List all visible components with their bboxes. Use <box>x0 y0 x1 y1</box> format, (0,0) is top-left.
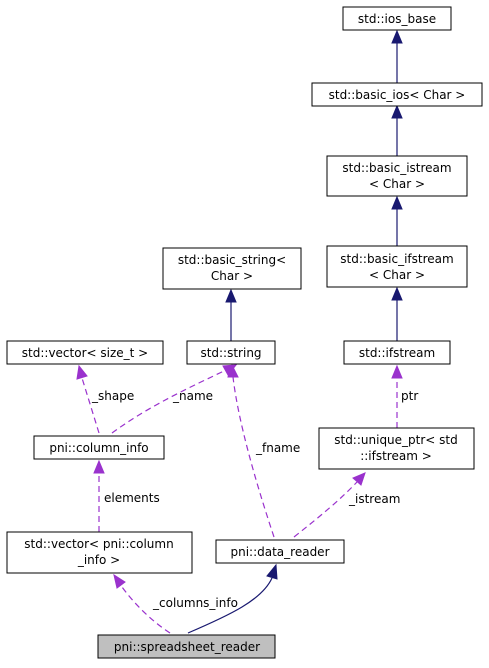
node-label-line-1: std::basic_string< <box>178 253 286 267</box>
usage-arrowhead <box>227 363 239 378</box>
node-std-unique-ptr[interactable]: std::unique_ptr< std ::ifstream > <box>318 427 475 470</box>
node-label-line-2: ::ifstream > <box>360 449 432 463</box>
edge-label-istream: _istream <box>348 492 400 506</box>
edge-basic-ios-to-ios-base <box>391 29 403 83</box>
node-pni-data-reader[interactable]: pni::data_reader <box>215 539 345 564</box>
node-label-line-2: _info > <box>77 553 120 567</box>
node-pni-spreadsheet-reader[interactable]: pni::spreadsheet_reader <box>97 634 276 659</box>
usage-arrowhead <box>93 459 105 474</box>
edge-ptr <box>391 364 403 428</box>
node-std-vector-size-t[interactable]: std::vector< size_t > <box>6 340 164 365</box>
node-label-line-2: < Char > <box>369 268 425 282</box>
inheritance-arrowhead <box>225 288 237 303</box>
node-label: std::vector< size_t > <box>22 346 148 360</box>
node-std-ifstream[interactable]: std::ifstream <box>343 340 451 365</box>
edge-ifstream-to-basic-ifstream <box>391 286 403 341</box>
edge-label-shape: _shape <box>91 389 134 403</box>
edge-string-to-basic-string <box>225 288 237 341</box>
node-label: pni::column_info <box>49 441 148 455</box>
edge-fname <box>227 363 275 538</box>
node-label: std::string <box>200 346 261 360</box>
edge-shape <box>76 364 100 434</box>
inheritance-arrowhead <box>266 563 278 580</box>
usage-arrowhead <box>391 364 403 379</box>
inheritance-arrowhead <box>391 286 403 301</box>
node-std-basic-ios[interactable]: std::basic_ios< Char > <box>311 82 483 107</box>
edge-elements <box>93 459 105 532</box>
edge-label-fname: _fname <box>255 441 300 455</box>
edge-label-ptr: ptr <box>401 389 418 403</box>
inheritance-arrowhead <box>391 195 403 210</box>
usage-arrowhead <box>113 573 126 589</box>
node-label-line-1: std::unique_ptr< std <box>334 433 458 447</box>
edge-label-elements: elements <box>104 491 160 505</box>
node-label: std::ios_base <box>358 12 436 26</box>
node-std-basic-string[interactable]: std::basic_string< Char > <box>162 247 302 290</box>
node-std-basic-ifstream[interactable]: std::basic_ifstream < Char > <box>326 245 468 288</box>
node-label-line-2: < Char > <box>369 177 425 191</box>
node-label: std::ifstream <box>359 346 435 360</box>
edge-spreadsheet-reader-to-data-reader <box>187 563 278 634</box>
node-label: pni::spreadsheet_reader <box>114 640 260 654</box>
node-std-vector-column-info[interactable]: std::vector< pni::column _info > <box>6 531 193 574</box>
node-label-line-1: std::vector< pni::column <box>24 537 173 551</box>
edge-basic-istream-to-basic-ios <box>391 104 403 156</box>
edge-basic-ifstream-to-basic-istream <box>391 195 403 246</box>
node-label: std::basic_ios< Char > <box>329 88 466 102</box>
node-std-basic-istream[interactable]: std::basic_istream < Char > <box>326 155 468 197</box>
edge-columns-info <box>113 573 171 634</box>
usage-arrowhead <box>76 364 88 380</box>
node-label: pni::data_reader <box>230 545 329 559</box>
node-pni-column-info[interactable]: pni::column_info <box>33 435 165 460</box>
edge-label-columns-info: _columns_info <box>152 596 238 610</box>
usage-arrowhead <box>352 472 366 486</box>
inheritance-arrowhead <box>391 104 403 119</box>
node-std-ios-base[interactable]: std::ios_base <box>342 6 452 31</box>
node-label-line-1: std::basic_ifstream <box>340 252 453 266</box>
node-label-line-1: std::basic_istream <box>342 161 451 175</box>
node-label-line-2: Char > <box>211 269 253 283</box>
edge-istream <box>293 472 366 538</box>
inheritance-arrowhead <box>391 29 403 44</box>
node-std-string[interactable]: std::string <box>186 340 276 365</box>
edge-label-name: _name <box>172 389 213 403</box>
